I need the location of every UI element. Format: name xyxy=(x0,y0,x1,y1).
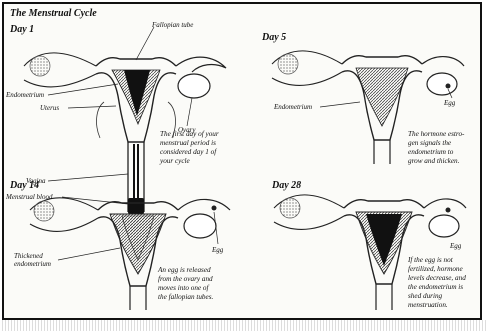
label-egg: Egg xyxy=(450,242,461,250)
caption-day14: An egg is released from the ovary and mo… xyxy=(158,266,236,302)
caption-line: The first day of your xyxy=(160,130,234,139)
scan-artifact-strip xyxy=(0,320,486,331)
day-heading: Day 28 xyxy=(272,180,301,191)
caption-line: An egg is released xyxy=(158,266,236,275)
caption-line: considered day 1 of xyxy=(160,148,234,157)
caption-day1: The first day of your menstrual period i… xyxy=(160,130,234,166)
caption-line: moves into one of xyxy=(158,284,236,293)
caption-line: fertilized, hormone xyxy=(408,265,482,274)
label-endometrium: endometrium xyxy=(14,260,51,268)
day-heading: Day 5 xyxy=(262,32,286,43)
caption-line: endometrium to xyxy=(408,148,482,157)
label-vagina: Vagina xyxy=(26,177,45,185)
label-egg: Egg xyxy=(212,246,223,254)
caption-line: shed during xyxy=(408,292,482,301)
caption-line: grow and thicken. xyxy=(408,157,482,166)
diagram-frame: The Menstrual Cycle xyxy=(2,2,482,320)
caption-line: the fallopian tubes. xyxy=(158,293,236,302)
label-menstrual-blood: Menstrual blood xyxy=(6,193,52,201)
caption-line: The hormone estro- xyxy=(408,130,482,139)
uterus-illustration-day1 xyxy=(24,27,226,214)
caption-day28: If the egg is not fertilized, hormone le… xyxy=(408,256,482,310)
caption-line: menstruation. xyxy=(408,301,482,310)
caption-line: If the egg is not xyxy=(408,256,482,265)
caption-line: your cycle xyxy=(160,157,234,166)
day-heading: Day 1 xyxy=(10,24,34,35)
caption-line: from the ovary and xyxy=(158,275,236,284)
label-egg: Egg xyxy=(444,99,455,107)
label-endometrium: Endometrium xyxy=(6,91,44,99)
caption-line: gen signals the xyxy=(408,139,482,148)
label-fallopian-tube: Fallopian tube xyxy=(152,21,193,29)
label-uterus: Uterus xyxy=(40,104,59,112)
caption-line: the endometrium is xyxy=(408,283,482,292)
caption-line: menstrual period is xyxy=(160,139,234,148)
label-endometrium: Endometrium xyxy=(274,103,312,111)
caption-line: levels decrease, and xyxy=(408,274,482,283)
label-thickened: Thickened xyxy=(14,252,43,260)
caption-day5: The hormone estro- gen signals the endom… xyxy=(408,130,482,166)
